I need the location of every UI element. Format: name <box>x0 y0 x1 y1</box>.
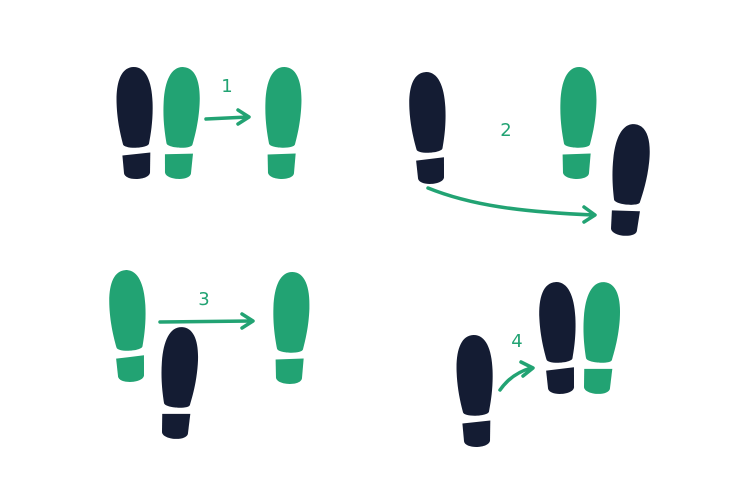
arrow-head-icon <box>240 312 255 330</box>
step-1-label: 1 <box>221 76 232 97</box>
green-footprint <box>262 66 303 180</box>
dark-footprint <box>156 325 201 441</box>
dark-footprint <box>537 281 580 395</box>
step-4-label: 4 <box>511 331 522 352</box>
green-footprint <box>159 66 202 180</box>
step-2-group: 2 <box>407 66 653 238</box>
arrow-right-icon <box>204 115 250 121</box>
arrow-head-icon <box>582 205 597 224</box>
green-footprint <box>270 271 311 385</box>
green-footprint <box>107 269 150 383</box>
step-1-group: 1 <box>115 66 303 180</box>
arrow-right-icon <box>158 319 254 324</box>
dark-footprint <box>407 71 450 185</box>
green-footprint <box>578 280 623 396</box>
dark-footprint <box>455 334 496 448</box>
dark-footprint <box>605 122 653 238</box>
step-4-group: 4 <box>455 280 623 448</box>
green-footprint <box>557 66 598 180</box>
step-3-group: 3 <box>107 269 311 441</box>
arrow-head-icon <box>519 360 535 378</box>
arrow-curve-icon <box>498 366 533 392</box>
arrow-head-icon <box>236 108 251 126</box>
dark-footprint <box>115 66 156 180</box>
step-2-label: 2 <box>500 120 511 141</box>
step-3-label: 3 <box>198 289 209 310</box>
arrow-curve-icon <box>426 186 596 217</box>
